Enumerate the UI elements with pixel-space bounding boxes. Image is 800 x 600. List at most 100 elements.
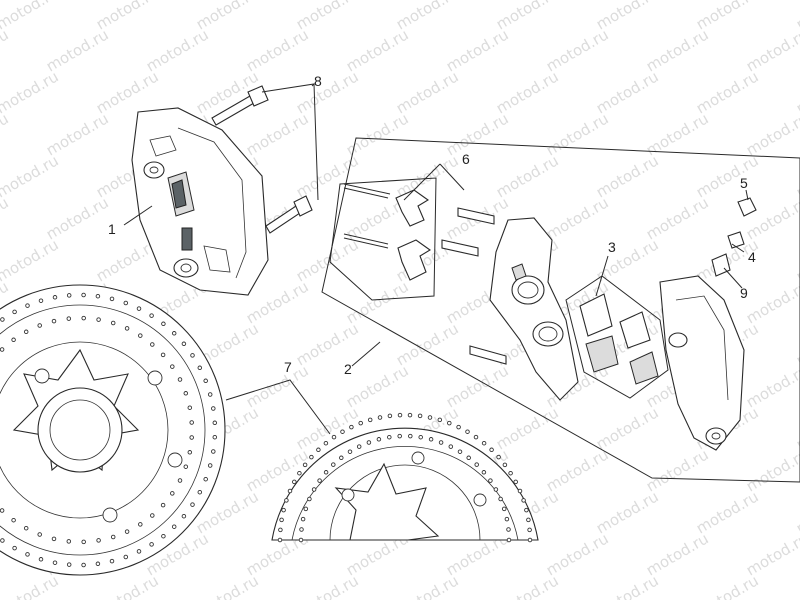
vent-hole <box>287 488 293 494</box>
vent-hole <box>506 537 512 543</box>
vent-hole <box>0 508 5 513</box>
vent-hole <box>124 326 130 331</box>
vent-hole <box>110 320 116 326</box>
vent-hole <box>171 524 177 529</box>
vent-hole <box>331 462 336 467</box>
vent-hole <box>212 420 218 426</box>
vent-hole <box>0 317 5 322</box>
vent-hole <box>187 405 193 410</box>
vent-hole <box>508 470 513 476</box>
vent-hole <box>52 560 58 565</box>
watermark-text: motod.ru <box>243 109 312 159</box>
vent-hole <box>302 462 308 468</box>
vent-hole <box>160 502 166 508</box>
vent-hole <box>66 539 72 544</box>
vent-hole <box>81 315 86 321</box>
bleeder-cap <box>737 197 757 217</box>
vent-hole <box>474 462 479 467</box>
vent-hole <box>506 527 511 532</box>
vent-hole <box>25 552 30 557</box>
vent-hole <box>456 424 461 430</box>
vent-hole <box>170 491 175 496</box>
vent-hole <box>339 455 344 461</box>
vent-hole <box>466 455 471 461</box>
watermark-text: motod.ru <box>693 487 762 537</box>
watermark-text: motod.ru <box>543 193 612 243</box>
watermark-text: motod.ru <box>243 361 312 411</box>
watermark-text: motod.ru <box>793 235 800 285</box>
caliper-bolts <box>211 85 313 234</box>
vent-hole <box>37 323 42 328</box>
watermark-text: motod.ru <box>593 571 662 600</box>
vent-hole <box>316 447 321 453</box>
vent-hole <box>521 498 526 503</box>
vent-hole <box>323 470 329 475</box>
vent-hole <box>138 522 143 527</box>
vent-hole <box>207 463 213 468</box>
pin-and-clip-kit <box>329 177 437 301</box>
watermark-text: motod.ru <box>543 529 612 579</box>
vent-hole <box>356 444 362 449</box>
vent-hole <box>189 435 194 440</box>
watermark-text: motod.ru <box>93 571 162 600</box>
watermark-text: motod.ru <box>0 235 62 285</box>
vent-hole <box>331 434 337 440</box>
vent-hole <box>149 542 154 547</box>
watermark-text: motod.ru <box>593 403 662 453</box>
watermark-text: motod.ru <box>543 109 612 159</box>
bolt-upper <box>211 85 269 126</box>
vent-hole <box>513 479 518 485</box>
watermark-text: motod.ru <box>793 319 800 369</box>
watermark-text: motod.ru <box>643 193 712 243</box>
vent-hole <box>212 434 218 440</box>
vent-hole <box>109 558 115 564</box>
vent-hole <box>417 413 423 419</box>
vent-hole <box>23 329 29 335</box>
watermark-text: motod.ru <box>43 193 112 243</box>
callout-5: 5 <box>740 175 748 191</box>
watermark-text: motod.ru <box>593 151 662 201</box>
watermark-text: motod.ru <box>343 25 412 75</box>
watermark-text: motod.ru <box>0 67 62 117</box>
watermark-text: motod.ru <box>0 25 12 75</box>
callout-8: 8 <box>314 73 322 89</box>
vent-hole <box>300 516 306 522</box>
vent-hole <box>124 529 130 534</box>
vent-hole <box>12 545 17 551</box>
watermark-text: motod.ru <box>193 571 262 600</box>
vent-hole <box>190 353 195 358</box>
vent-hole <box>81 292 86 298</box>
watermark-text: motod.ru <box>593 487 662 537</box>
vent-hole <box>123 300 129 306</box>
vent-hole <box>136 549 142 554</box>
vent-hole <box>407 412 413 418</box>
watermark-text: motod.ru <box>643 25 712 75</box>
vent-hole <box>457 449 463 454</box>
vent-hole <box>150 342 155 347</box>
group-frame <box>321 137 800 483</box>
vent-hole <box>170 364 175 369</box>
watermark-text: motod.ru <box>793 67 800 117</box>
vent-hole <box>387 434 392 440</box>
vent-hole <box>66 293 72 298</box>
watermark-text: motod.ru <box>293 67 362 117</box>
vent-hole <box>181 513 187 519</box>
watermark-text: motod.ru <box>393 571 462 600</box>
vent-hole <box>211 449 216 454</box>
watermark-text: motod.ru <box>0 571 62 600</box>
vent-hole <box>527 527 532 533</box>
vent-hole <box>23 525 29 531</box>
watermark-text: motod.ru <box>43 25 112 75</box>
vent-hole <box>190 502 195 507</box>
vent-hole <box>427 415 433 420</box>
watermark-text: motod.ru <box>493 571 562 600</box>
callout-1: 1 <box>108 221 116 237</box>
vent-hole <box>447 420 452 426</box>
watermark-text: motod.ru <box>793 571 800 600</box>
vent-hole <box>303 506 309 512</box>
watermark-text: motod.ru <box>0 0 62 33</box>
vent-hole <box>387 413 393 419</box>
vent-hole <box>488 478 493 483</box>
vent-hole <box>481 470 487 475</box>
